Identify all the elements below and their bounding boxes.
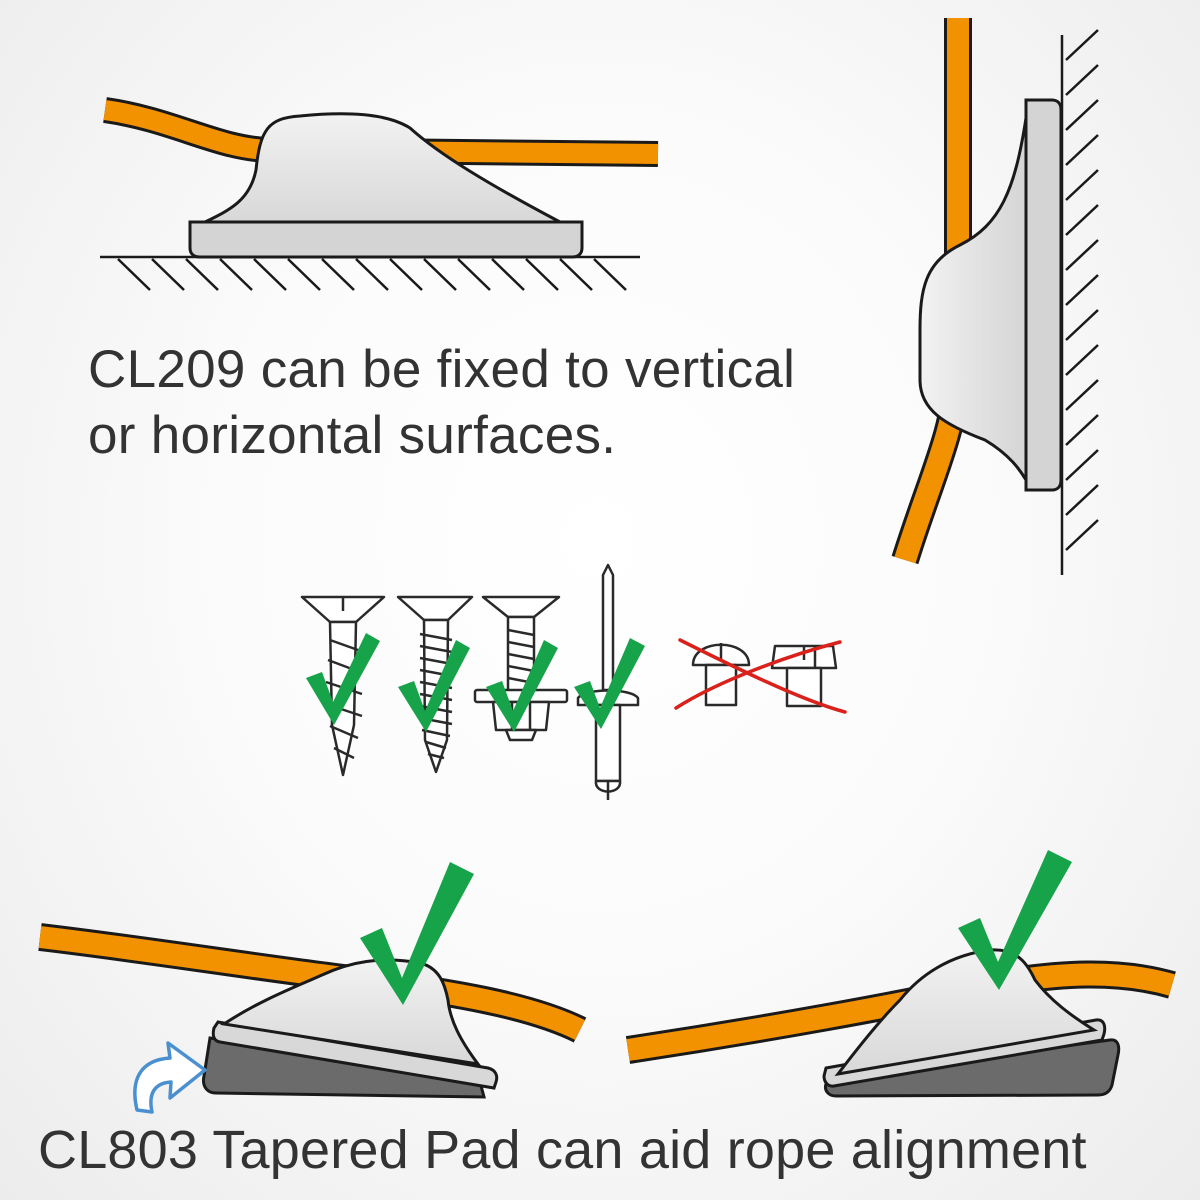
tapered-pad-illustration-left xyxy=(38,862,587,1114)
check-mark-icon xyxy=(306,633,380,725)
hatched-floor-surface xyxy=(100,255,640,291)
fasteners-group xyxy=(300,563,838,800)
vertical-mount-illustration xyxy=(891,18,1099,575)
surfaces-caption-line-2: or horizontal surfaces. xyxy=(88,406,617,465)
surfaces-caption-line-1: CL209 can be fixed to vertical xyxy=(88,340,796,399)
tapered-pad xyxy=(202,1036,486,1099)
round-head-screw-icon xyxy=(691,643,751,707)
tapered-pad-caption: CL803 Tapered Pad can aid rope alignment xyxy=(38,1120,1087,1180)
horizontal-mount-illustration xyxy=(100,97,659,291)
tapered-pad-illustration-right xyxy=(625,850,1176,1098)
cheese-head-screw-icon xyxy=(770,644,838,708)
check-mark-icon xyxy=(398,640,470,732)
check-mark-icon xyxy=(360,862,474,1005)
curved-arrow-icon xyxy=(133,1041,207,1114)
tapered-pad-right xyxy=(824,1038,1121,1098)
cleat-vertical xyxy=(918,98,1063,492)
surfaces-caption: CL209 can be fixed to vertical or horizo… xyxy=(88,337,795,469)
cleat-base-left xyxy=(211,1020,499,1090)
check-mark-icon xyxy=(574,638,645,729)
check-mark-icon xyxy=(486,640,558,732)
hatched-wall-surface xyxy=(1060,29,1099,575)
cleat-horizontal xyxy=(188,112,584,259)
approval-ticks xyxy=(306,633,645,732)
red-cross-icon xyxy=(674,638,847,714)
check-mark-icon xyxy=(958,850,1072,990)
